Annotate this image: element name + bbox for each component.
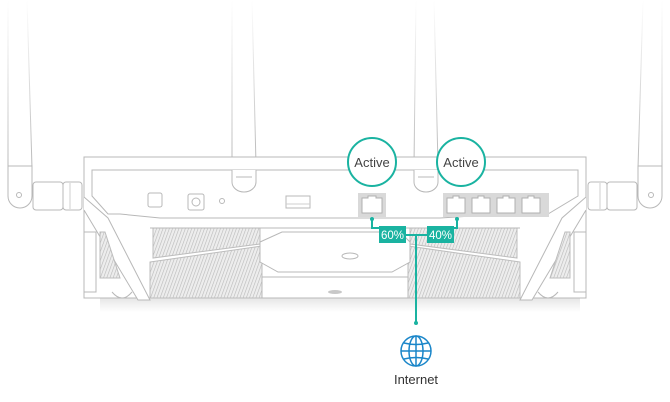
internet-label: Internet: [394, 372, 438, 387]
floor-shadow: [100, 298, 580, 312]
router-body: [83, 156, 587, 301]
lan-status-indicator: Active: [436, 137, 486, 187]
lan-status-label: Active: [443, 155, 478, 170]
wan-status-label: Active: [354, 155, 389, 170]
wan-share-badge: 60%: [379, 226, 406, 243]
usb-port: [285, 195, 311, 209]
right-antenna: [587, 0, 663, 211]
center-left-antenna: [231, 0, 257, 166]
wan-status-indicator: Active: [347, 137, 397, 187]
center-right-antenna: [413, 0, 439, 166]
lan-ports: [443, 193, 549, 217]
wan-port: [358, 193, 386, 217]
reset-hole: [219, 198, 225, 204]
left-antenna: [7, 0, 83, 211]
wan-share-label: 60%: [381, 230, 404, 242]
wps-button: [147, 192, 163, 208]
lan-share-badge: 40%: [427, 226, 454, 243]
lan-share-label: 40%: [429, 230, 452, 242]
globe-icon: [400, 335, 432, 367]
power-jack: [187, 193, 205, 211]
